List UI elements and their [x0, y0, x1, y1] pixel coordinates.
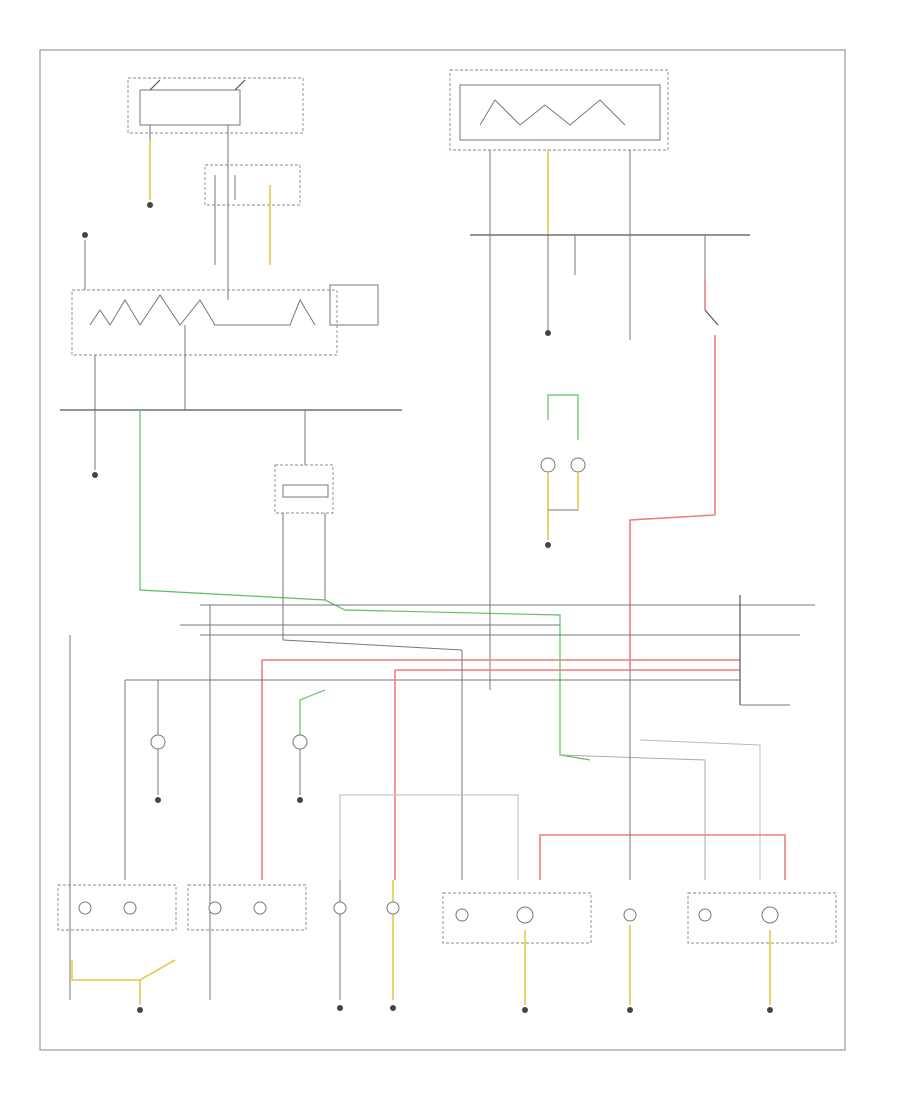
light-switch-block	[71, 232, 379, 410]
ground-right-1	[545, 330, 551, 336]
tail-lamp-left-assembly	[442, 892, 592, 1013]
wire-purple	[559, 754, 706, 880]
turn-lamps-front	[333, 880, 400, 1011]
brake-switch	[629, 280, 719, 670]
wire-gray-mid	[339, 794, 519, 880]
diagram-frame	[39, 49, 846, 1051]
fuse-pair-left	[204, 164, 301, 265]
connector-right	[739, 595, 815, 706]
harness-horizontal	[69, 604, 760, 1000]
ground-left-2	[92, 410, 98, 478]
fuse-row-right	[470, 234, 750, 340]
license-lamps	[540, 394, 586, 548]
wire-gray-right	[639, 739, 761, 880]
wire-green-left	[139, 410, 591, 761]
relay-module	[274, 410, 334, 640]
marker-lamp-right	[292, 689, 326, 803]
headlamp-left-assembly	[57, 884, 177, 1013]
light-switch-right	[449, 69, 669, 235]
tail-lamp-right-assembly	[687, 892, 837, 1013]
ground-left-1	[147, 140, 153, 208]
headlamp-right-assembly	[187, 884, 307, 931]
side-lamp-center	[623, 908, 637, 1013]
wire-red-lower	[539, 834, 786, 880]
marker-lamp-left	[150, 680, 166, 803]
